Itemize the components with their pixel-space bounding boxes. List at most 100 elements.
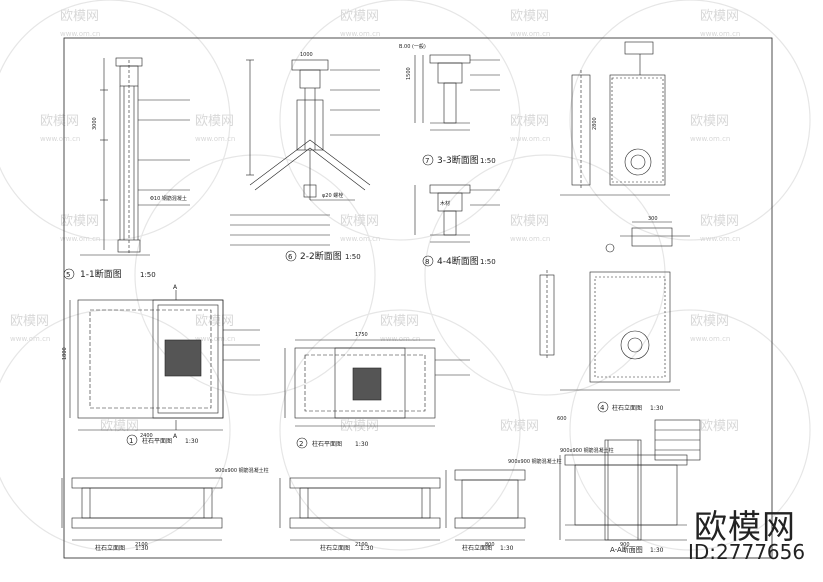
watermark-brand: 欧模网 — [690, 114, 729, 129]
watermark-site: www.om.cn — [195, 135, 235, 143]
watermark-brand: 欧模网 — [195, 314, 234, 329]
elevation-right-upper — [560, 41, 670, 196]
watermark-brand: 欧模网 — [340, 419, 379, 434]
section-mark: A — [173, 433, 178, 440]
elevation-title: 柱石立面图 — [95, 544, 125, 552]
section-scale: 1:50 — [480, 258, 496, 266]
watermark-site: www.om.cn — [510, 135, 550, 143]
watermark-brand: 欧模网 — [10, 314, 49, 329]
watermark-brand: 欧模网 — [690, 314, 729, 329]
section-a-a — [559, 419, 701, 541]
watermark-site: www.om.cn — [195, 335, 235, 343]
plan-1 — [69, 299, 260, 446]
elevation-2 — [279, 477, 441, 541]
section-number: 6 — [288, 253, 293, 261]
watermark-logo: 欧模网 — [694, 507, 796, 546]
watermark-brand: 欧模网 — [510, 114, 549, 129]
note-text: 900x900 钢筋混凝土柱 — [560, 447, 614, 454]
elevation-title: 柱石立面图 — [462, 544, 492, 552]
watermark-site: www.om.cn — [700, 235, 740, 243]
dimension-text: 2100 — [355, 542, 368, 548]
watermark-brand: 欧模网 — [340, 214, 379, 229]
watermark-site: www.om.cn — [60, 235, 100, 243]
section-title: A-A断面图 — [610, 545, 643, 554]
watermark-site: www.om.cn — [510, 235, 550, 243]
watermark-brand: 欧模网 — [60, 9, 99, 24]
watermark-site: www.om.cn — [510, 30, 550, 38]
elevation-title: 柱石立面图 — [320, 544, 350, 552]
watermark-site: www.om.cn — [690, 135, 730, 143]
watermark-brand: 欧模网 — [700, 9, 739, 24]
section-title: 4-4断面图 — [437, 255, 479, 267]
section-3-3 — [414, 54, 500, 166]
dimension-text: 2800 — [592, 117, 598, 130]
watermark-site: www.om.cn — [40, 135, 80, 143]
dimension-text: 800 — [485, 542, 495, 548]
watermark-brand: 欧模网 — [100, 419, 139, 434]
dimension-text: 1000 — [300, 52, 313, 58]
watermark-brand: 欧模网 — [700, 214, 739, 229]
watermark-site: www.om.cn — [380, 335, 420, 343]
dimension-text: 900 — [620, 542, 630, 548]
watermark-site: www.om.cn — [340, 235, 380, 243]
plan-title: 柱石平面图 — [142, 437, 172, 445]
watermark-tiles: 欧模网 欧模网 欧模网 欧模网 欧模网 欧模网 欧模网 欧模网 欧模网 欧模网 … — [10, 9, 739, 434]
plan-small-right — [605, 221, 690, 253]
section-4-4 — [414, 184, 500, 267]
drawing-texts: 5 1-1断面图 1:50 6 2-2断面图 1:50 7 3-3断面图 1:5… — [62, 43, 664, 554]
section-scale: 1:50 — [480, 157, 496, 165]
dimension-text: 1800 — [62, 347, 68, 360]
elevation-scale: 1:30 — [360, 545, 374, 552]
elevation-number: 4 — [600, 404, 605, 412]
linework — [61, 41, 701, 541]
dimension-text: 1500 — [406, 67, 412, 80]
watermark-brand: 欧模网 — [700, 419, 739, 434]
elevation-scale: 1:30 — [135, 545, 149, 552]
dimension-text: 2100 — [135, 542, 148, 548]
section-title: 1-1断面图 — [80, 268, 122, 280]
watermark-brand: 欧模网 — [40, 114, 79, 129]
section-scale: 1:30 — [650, 547, 664, 554]
section-number: 5 — [66, 271, 70, 279]
plan-number: 2 — [299, 440, 303, 448]
section-number: 8 — [425, 258, 429, 266]
watermark-brand: 欧模网 — [510, 214, 549, 229]
watermark-brand: 欧模网 — [340, 9, 379, 24]
plan-scale: 1:30 — [355, 441, 369, 448]
watermark-sites: www.om.cn www.om.cn www.om.cn www.om.cn … — [10, 30, 740, 343]
watermark-site: www.om.cn — [340, 30, 380, 38]
watermark-site: www.om.cn — [10, 335, 50, 343]
plan-title: 柱石平面图 — [312, 440, 342, 448]
dimension-text: 1750 — [355, 332, 368, 338]
watermark-brand: 欧模网 — [500, 419, 539, 434]
elevation-right-lower — [539, 270, 680, 413]
plan-number: 1 — [129, 437, 133, 445]
section-title: 3-3断面图 — [437, 154, 479, 166]
elevation-scale: 1:30 — [500, 545, 514, 552]
dimension-text: 300 — [648, 216, 658, 222]
elevation-1 — [61, 477, 223, 541]
watermark-site: www.om.cn — [700, 30, 740, 38]
watermark-brand: 欧模网 — [380, 314, 419, 329]
note-text: Φ10 钢筋混凝土 — [150, 195, 187, 202]
dimension-text: 600 — [557, 416, 567, 422]
section-scale: 1:50 — [345, 253, 361, 261]
plan-2 — [284, 339, 470, 449]
dimension-text: 2400 — [140, 433, 153, 439]
drawing-frame — [63, 37, 773, 559]
elevation-scale: 1:30 — [650, 405, 664, 412]
watermark-brand: 欧模网 — [195, 114, 234, 129]
watermark-brand: 欧模网 — [510, 9, 549, 24]
section-title: 2-2断面图 — [300, 250, 342, 262]
dimension-text: 3000 — [92, 117, 98, 130]
elevation-title: 柱石立面图 — [612, 404, 642, 412]
note-text: 900x900 钢筋混凝土柱 — [215, 467, 269, 474]
section-1-1 — [63, 57, 190, 280]
note-text: φ20 螺栓 — [322, 192, 343, 199]
note-text: B.00 (一般) — [399, 43, 426, 50]
watermark-id: ID:2777656 — [688, 540, 806, 564]
plan-scale: 1:30 — [185, 438, 199, 445]
watermark-site: www.om.cn — [60, 30, 100, 38]
watermark-site: www.om.cn — [690, 335, 730, 343]
